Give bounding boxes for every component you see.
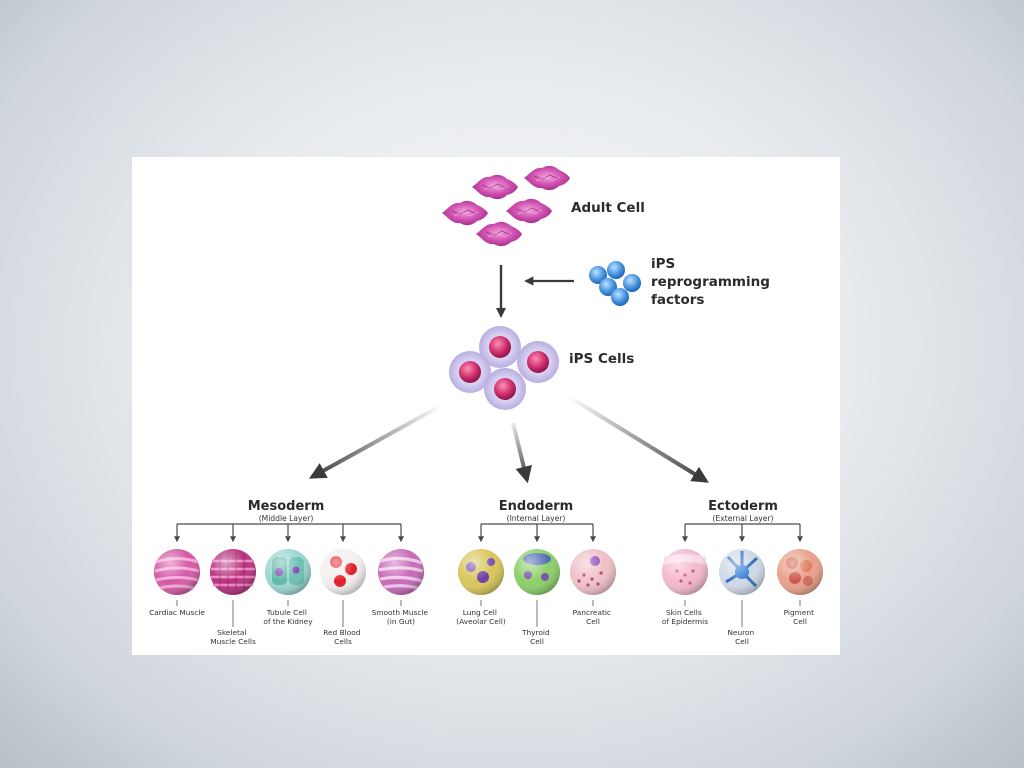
factor-icon: [599, 278, 617, 296]
skeletal-muscle-cell-icon: [210, 549, 256, 595]
cell-label-kidney-tubule: Tubule Cell of the Kidney: [263, 608, 313, 626]
ips-cell-icon: [479, 326, 521, 368]
diagram-frame: Adult Cell iPS reprogramming factors iPS…: [132, 157, 840, 655]
endoderm-subtitle: (Internal Layer): [507, 514, 566, 523]
ips-cell-icon: [484, 368, 526, 410]
skin-cell-icon: [662, 549, 708, 595]
factor-icon: [611, 288, 629, 306]
cell-label-pancreatic: Pancreatic Cell: [573, 608, 614, 626]
factor-icon: [589, 266, 607, 284]
lung-cell-icon: [458, 549, 504, 595]
ectoderm-title: Ectoderm: [708, 499, 778, 514]
adult-cell-label: Adult Cell: [571, 200, 645, 216]
factor-icon: [607, 261, 625, 279]
ectoderm-bracket: [682, 523, 803, 543]
ips-cells-label: iPS Cells: [569, 351, 634, 367]
neuron-cell-icon: [719, 549, 765, 595]
cell-label-neuron: Neuron Cell: [727, 628, 756, 646]
adult-cell-cluster: [441, 165, 571, 247]
cell-label-skeletal-muscle: Skeletal Muscle Cells: [210, 628, 256, 646]
arrow-to-mesoderm: [309, 402, 445, 479]
adult-cell-icon: [505, 198, 553, 224]
factors-label-line2: reprogramming: [651, 274, 770, 290]
ips-cell-cluster: [449, 326, 559, 410]
adult-cell-icon: [441, 200, 489, 226]
smooth-muscle-cell-icon: [378, 549, 424, 595]
pigment-cell-icon: [777, 549, 823, 595]
arrow-to-endoderm: [511, 422, 532, 484]
mesoderm-bracket: [174, 523, 404, 543]
cell-label-cardiac-muscle: Cardiac Muscle: [149, 608, 205, 617]
thyroid-cell-icon: [514, 549, 560, 595]
kidney-tubule-cell-icon: [265, 549, 311, 595]
mesoderm-subtitle: (Middle Layer): [259, 514, 314, 523]
factors-label-line1: iPS: [651, 256, 675, 272]
factors-label: iPS reprogramming factors: [651, 256, 775, 308]
adult-cell-icon: [523, 165, 571, 191]
cell-label-smooth-muscle: Smooth Muscle (in Gut): [372, 608, 431, 626]
arrow-to-ectoderm: [564, 393, 709, 483]
ips-cell-diagram: Adult Cell iPS reprogramming factors iPS…: [149, 165, 823, 646]
cell-label-lung: Lung Cell (Aveolar Cell): [456, 608, 506, 626]
ips-cell-icon: [449, 351, 491, 393]
endoderm-title: Endoderm: [499, 499, 573, 514]
cell-leader-lines: [176, 600, 801, 627]
red-blood-cell-icon: [320, 549, 366, 595]
ectoderm-subtitle: (External Layer): [712, 514, 773, 523]
reprogramming-factor-cluster: [589, 261, 641, 306]
cell-label-red-blood: Red Blood Cells: [323, 628, 363, 646]
cell-label-skin: Skin Cells of Epidermis: [662, 608, 708, 626]
mesoderm-title: Mesoderm: [248, 499, 325, 514]
adult-cell-icon: [475, 221, 523, 247]
cardiac-muscle-cell-icon: [154, 549, 200, 595]
pancreatic-cell-icon: [570, 549, 616, 595]
ips-cell-icon: [517, 341, 559, 383]
adult-cell-icon: [471, 174, 519, 200]
endoderm-bracket: [478, 523, 596, 543]
cell-label-thyroid: Thyroid Cell: [521, 628, 552, 646]
factor-icon: [623, 274, 641, 292]
factors-label-line3: factors: [651, 292, 704, 308]
cell-label-pigment: Pigment Cell: [784, 608, 817, 626]
